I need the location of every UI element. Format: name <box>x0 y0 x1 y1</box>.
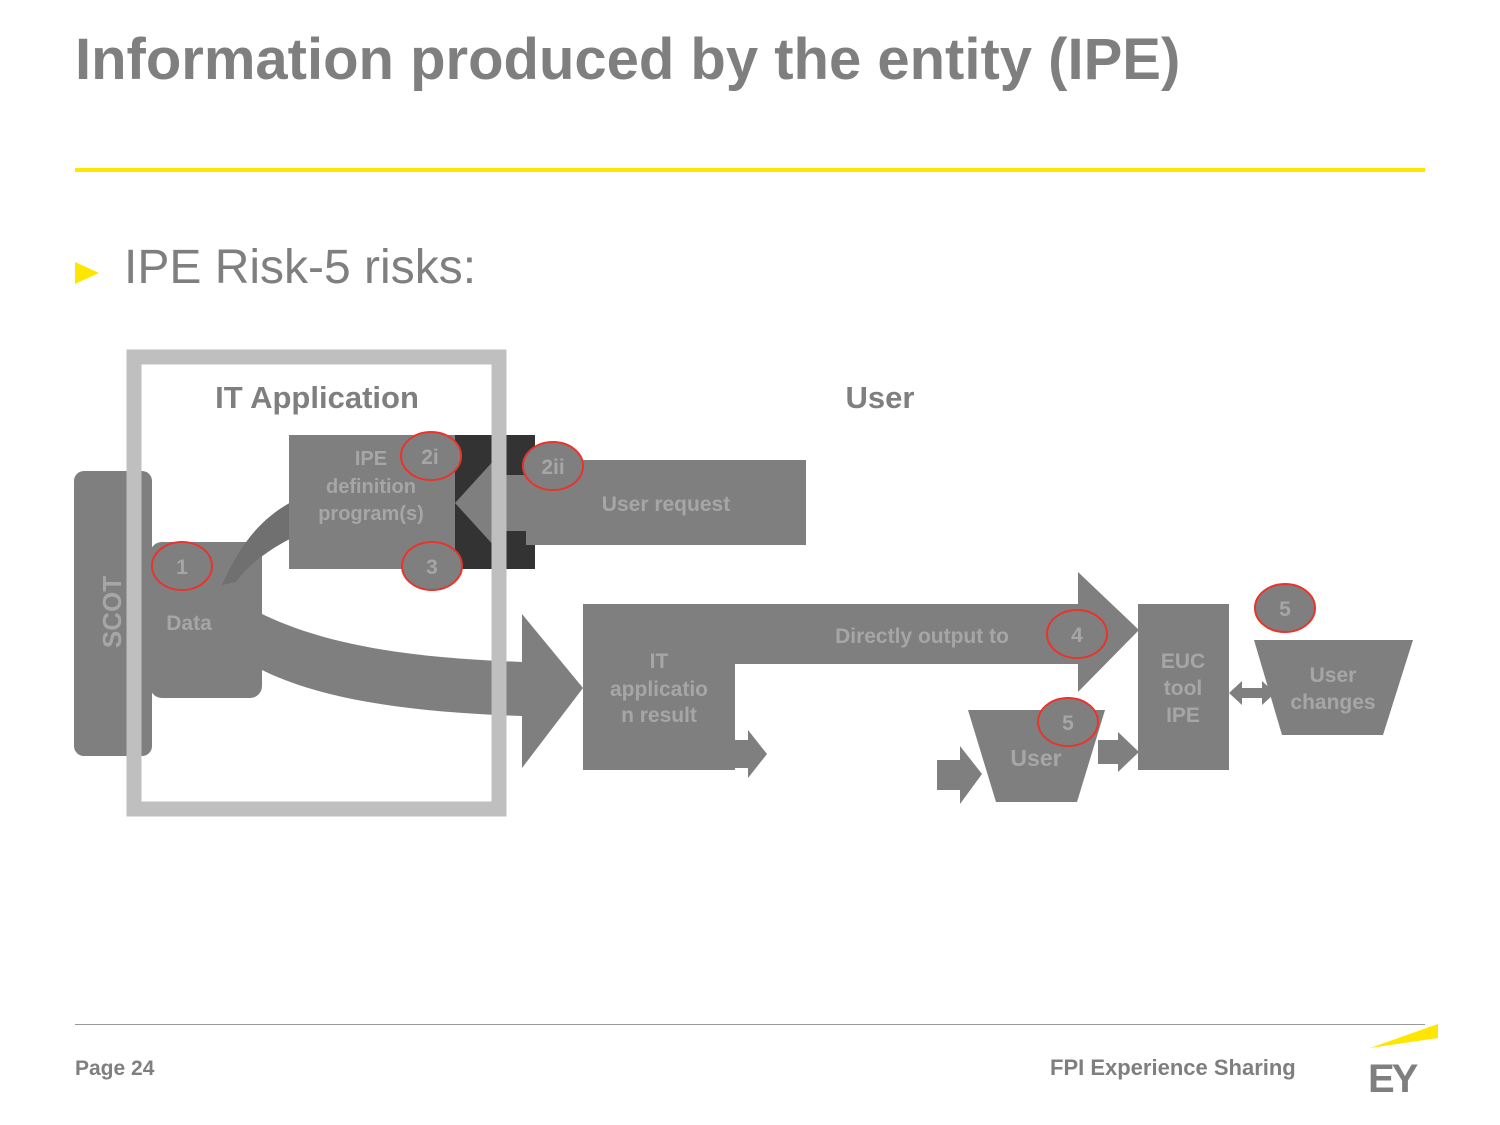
user-request-label: User request <box>602 493 730 516</box>
risk-marker-5-user: 5 <box>1037 697 1099 747</box>
risk-marker-2ii: 2ii <box>522 441 584 491</box>
ipe-definition-label-2: definition <box>326 476 416 498</box>
title-divider <box>75 168 1425 172</box>
user-header: User <box>846 380 915 415</box>
ey-logo: EY <box>1368 1024 1438 1094</box>
risk-marker-1: 1 <box>151 541 213 591</box>
it-application-header: IT Application <box>215 380 419 415</box>
it-result-label-3: n result <box>621 704 697 727</box>
user-changes-label-1: User <box>1310 664 1357 687</box>
user-changes-label-2: changes <box>1290 691 1375 714</box>
bullet-arrow-icon <box>75 262 99 284</box>
directly-output-arrow <box>735 572 1139 692</box>
footer-title: FPI Experience Sharing <box>1050 1055 1296 1080</box>
risk-marker-1-label: 1 <box>176 556 188 579</box>
result-to-user-arrow <box>735 730 767 778</box>
scot-label: SCOT <box>97 576 127 648</box>
ey-logo-text: EY <box>1368 1057 1419 1094</box>
bullet-text: IPE Risk-5 risks: <box>124 241 477 294</box>
risk-marker-5-user-label: 5 <box>1062 712 1074 735</box>
data-to-program-curve <box>222 500 298 585</box>
ipe-definition-label-3: program(s) <box>318 503 424 525</box>
risk-marker-4: 4 <box>1046 609 1108 659</box>
risk-marker-5-changes-label: 5 <box>1279 598 1291 621</box>
euc-label-3: IPE <box>1166 704 1200 727</box>
euc-changes-double-arrow <box>1229 681 1275 705</box>
user-to-euc-arrow <box>1098 732 1139 772</box>
user-changes-trapezoid <box>1254 640 1413 735</box>
slide-title: Information produced by the entity (IPE) <box>75 27 1181 92</box>
risk-marker-2i: 2i <box>400 431 462 481</box>
risk-marker-2ii-label: 2ii <box>541 456 564 479</box>
risk-marker-3: 3 <box>401 541 463 591</box>
it-application-frame <box>126 349 507 817</box>
data-to-result-arrow <box>258 612 583 768</box>
risk-marker-4-label: 4 <box>1071 624 1083 647</box>
euc-label-2: tool <box>1164 677 1202 700</box>
risk-marker-3-label: 3 <box>426 556 438 579</box>
directly-output-label: Directly output to <box>835 625 1009 648</box>
risk-marker-2i-label: 2i <box>421 446 439 469</box>
risk-marker-5-changes: 5 <box>1254 583 1316 633</box>
it-result-label-1: IT <box>650 650 669 673</box>
page-number: Page 24 <box>75 1057 155 1080</box>
into-user-arrow <box>937 746 982 804</box>
it-result-box <box>583 604 735 770</box>
data-label: Data <box>166 612 212 635</box>
ipe-definition-label-1: IPE <box>355 448 387 470</box>
it-result-label-2: applicatio <box>610 678 708 701</box>
euc-box <box>1138 604 1229 770</box>
euc-label-1: EUC <box>1161 650 1205 673</box>
user-box-label: User <box>1010 745 1061 771</box>
footer-divider <box>75 1024 1425 1025</box>
ey-logo-beam-icon <box>1370 1024 1438 1048</box>
